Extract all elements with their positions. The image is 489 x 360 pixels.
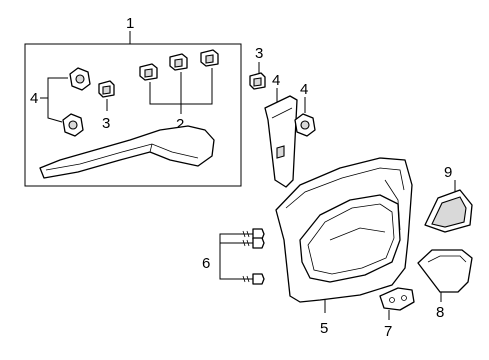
screw-part-7c — [240, 273, 265, 285]
clip-part-2b — [169, 53, 188, 71]
cover-part-10 — [424, 189, 473, 233]
leader-4a — [47, 77, 68, 123]
cover-part-9 — [417, 249, 473, 293]
clip-part-3a — [98, 80, 115, 98]
callout-3b: 3 — [255, 45, 263, 62]
retainer-part-4a — [69, 67, 91, 91]
retainer-part-4b — [62, 113, 84, 137]
callout-10: 9 — [444, 164, 452, 181]
leader-7 — [219, 233, 240, 280]
callout-4a: 4 — [30, 90, 38, 107]
clip-part-2a — [139, 63, 158, 81]
callout-6: 5 — [320, 320, 328, 337]
screw-part-7b — [240, 237, 265, 249]
retainer-part-4c — [294, 113, 316, 137]
sill-trim-part — [39, 125, 215, 179]
clip-part-3b — [249, 72, 266, 90]
callout-9: 8 — [436, 304, 444, 321]
screw-part-7a — [240, 228, 265, 240]
kit-box — [24, 43, 242, 187]
callout-8: 7 — [384, 323, 392, 340]
pillar-trim-part-5 — [264, 95, 298, 188]
clip-part-2c — [200, 49, 219, 67]
callout-5: 4 — [272, 72, 280, 89]
bracket-part-8 — [379, 287, 415, 311]
quarter-trim-panel-part-6 — [275, 157, 413, 303]
callout-3a: 3 — [102, 115, 110, 132]
callout-2: 2 — [176, 116, 184, 133]
callout-4b: 4 — [300, 81, 308, 98]
callout-7: 6 — [202, 255, 210, 272]
callout-1: 1 — [126, 15, 134, 32]
